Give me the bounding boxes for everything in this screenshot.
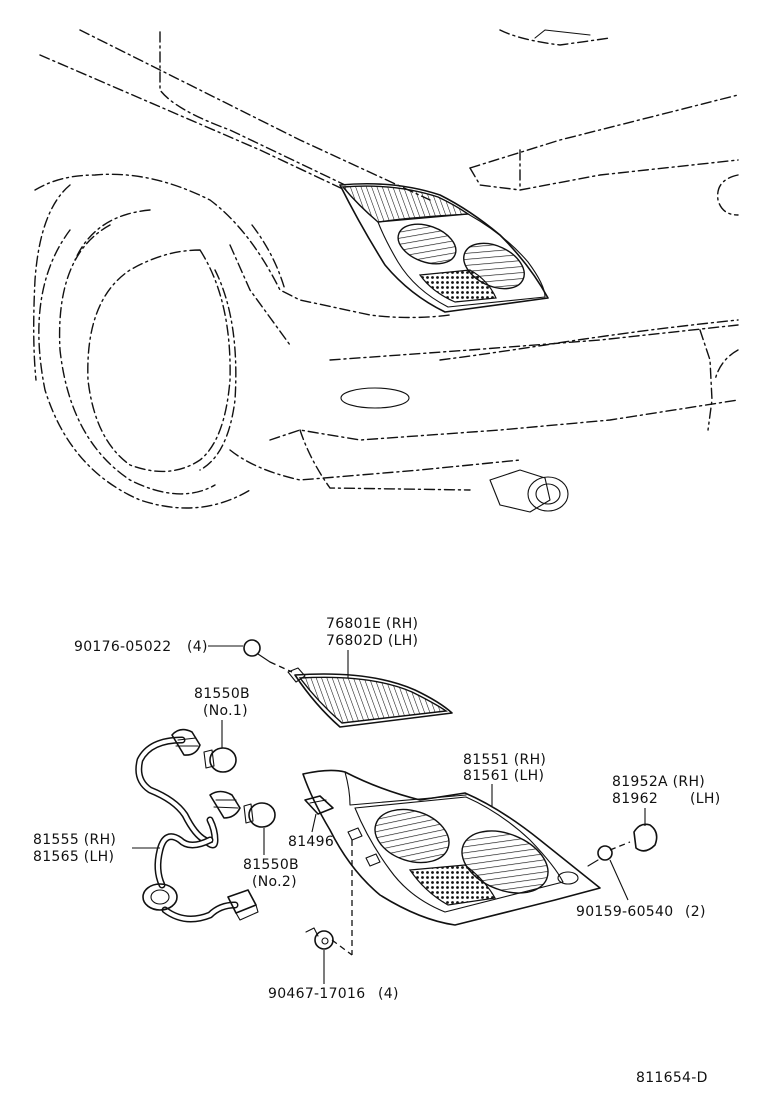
bulb-no1-drawing xyxy=(203,747,237,773)
callout-90159: 90159-60540 (2) xyxy=(576,859,706,920)
callout-90467: 90467-17016 (4) xyxy=(268,950,399,1002)
callout-76801E: 76801E (RH) 76802D (LH) xyxy=(326,616,418,678)
label-81962-lh: (LH) xyxy=(690,791,720,807)
label-90467-qty: (4) xyxy=(378,986,399,1002)
label-no1: (No.1) xyxy=(203,703,248,719)
screw-90159-drawing xyxy=(587,841,631,867)
label-81551-rh: 81551 (RH) xyxy=(463,752,546,768)
label-90159-qty: (2) xyxy=(685,904,706,920)
callout-81555: 81555 (RH) 81565 (LH) xyxy=(33,832,160,865)
lamp-housing-part xyxy=(302,769,601,926)
callout-bulb-no2: 81550B (No.2) xyxy=(243,828,299,890)
label-81550B-no2: 81550B xyxy=(243,857,299,873)
callout-81952: 81952A (RH) 81962 (LH) xyxy=(612,774,720,826)
label-81550B-no1: 81550B xyxy=(194,686,250,702)
clip-81496-drawing xyxy=(304,795,334,815)
diagram-code: 811654-D xyxy=(636,1070,708,1086)
label-90176-number: 90176-05022 xyxy=(74,639,171,655)
cover-81952-drawing xyxy=(633,823,658,852)
car-rear-illustration xyxy=(33,29,739,513)
label-no2: (No.2) xyxy=(252,874,297,890)
label-90176-qty: (4) xyxy=(187,639,208,655)
label-76801E-rh: 76801E (RH) xyxy=(326,616,418,632)
label-81962: 81962 xyxy=(612,791,658,807)
callout-90176: 90176-05022 (4) xyxy=(74,639,243,655)
label-76802D-lh: 76802D (LH) xyxy=(326,633,418,649)
label-81496: 81496 xyxy=(288,834,334,850)
label-90467-number: 90467-17016 xyxy=(268,986,365,1002)
rear-lens-part xyxy=(287,667,453,728)
label-81561-lh: 81561 (LH) xyxy=(463,768,544,784)
callout-bulb-no1: 81550B (No.1) xyxy=(194,686,250,748)
label-81952A-rh: 81952A (RH) xyxy=(612,774,705,790)
bulb-no2-drawing xyxy=(243,802,276,828)
socket-wire-81555-drawing xyxy=(135,728,259,923)
stud-guide-line-2 xyxy=(331,939,353,956)
label-90159-number: 90159-60540 xyxy=(576,904,673,920)
label-81565-lh: 81565 (LH) xyxy=(33,849,114,865)
label-81555-rh: 81555 (RH) xyxy=(33,832,116,848)
callout-81496: 81496 xyxy=(288,813,334,850)
nut-90467-drawing xyxy=(305,927,334,950)
callout-81551: 81551 (RH) 81561 (LH) xyxy=(463,752,546,806)
bolt-90176-drawing xyxy=(243,639,293,673)
